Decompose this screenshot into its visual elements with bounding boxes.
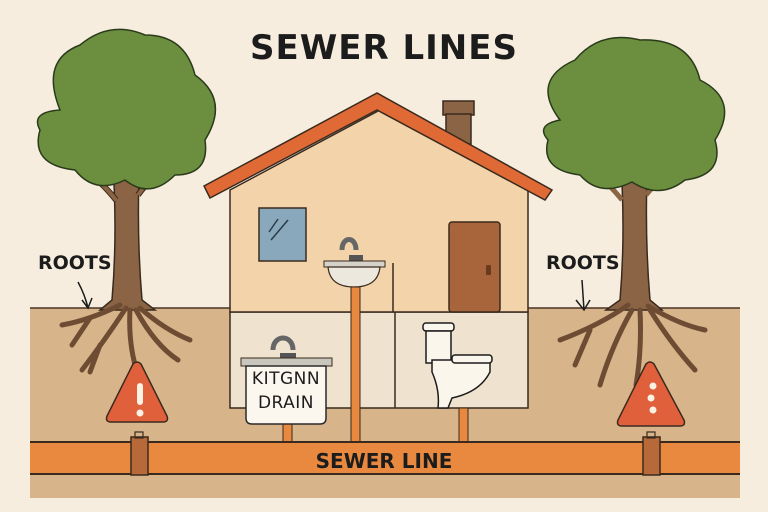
pipe-joint-right (642, 436, 661, 476)
roof (203, 92, 554, 201)
tree-left (36, 28, 217, 378)
window (258, 207, 307, 262)
kitchen-drain-line2: DRAIN (257, 393, 315, 413)
kitchen-drain-sink (245, 365, 327, 425)
roots-label-left: ROOTS (38, 252, 112, 274)
roots-arrow-right (575, 279, 591, 312)
diagram-title: SEWER LINES (250, 28, 518, 68)
warning-icon-right (616, 361, 686, 427)
toilet (422, 322, 493, 409)
kitchen-drain-label: KITGNN DRAIN (244, 367, 328, 415)
kitchen-drain-line1: KITGNN (251, 369, 321, 389)
roots-label-right: ROOTS (546, 252, 620, 274)
tree-right (542, 36, 726, 388)
sink-drain-pipe (350, 286, 361, 443)
door (448, 221, 501, 313)
roots-arrow-left (77, 281, 93, 310)
warning-icon-left (105, 361, 169, 423)
sewer-line-label: SEWER LINE (315, 449, 453, 473)
pipe-joint-left (130, 436, 149, 476)
